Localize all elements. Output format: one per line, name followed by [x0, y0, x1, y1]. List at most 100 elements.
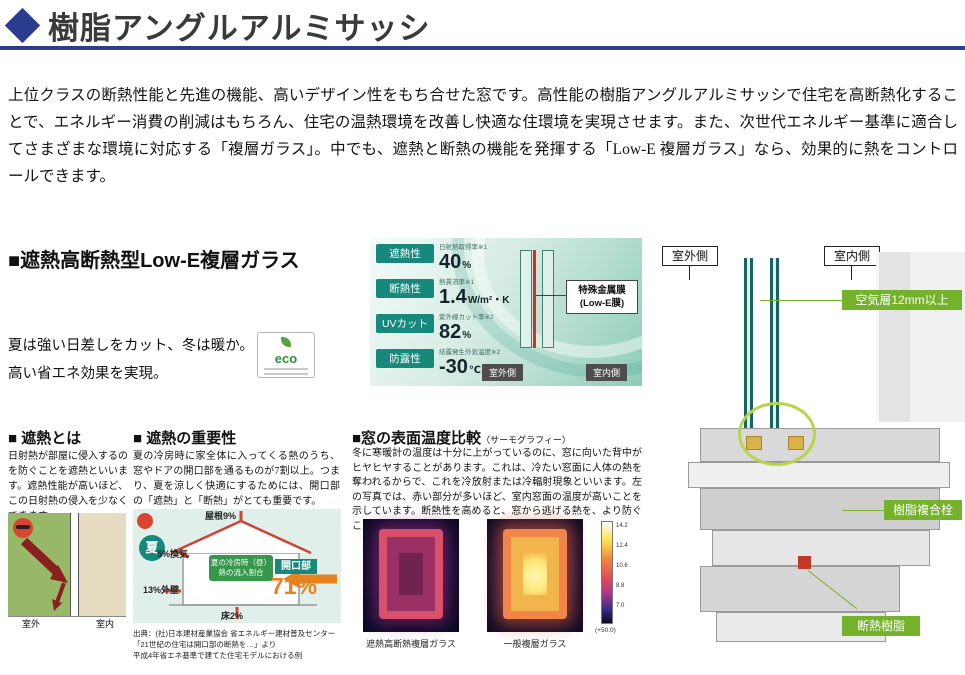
leader-line	[689, 266, 690, 280]
temperature-scale	[601, 521, 613, 624]
thermo-heading: ■窓の表面温度比較（サーモグラフィー）	[352, 427, 571, 448]
spec-sub: 日射熱取得率※1	[439, 244, 488, 251]
spec-value: 40	[439, 251, 462, 273]
glass-pane-outer	[520, 250, 532, 348]
area-labels: 室外 室内	[8, 616, 126, 630]
spec-label: UVカット	[376, 314, 434, 333]
insulation-resin-marker	[798, 556, 811, 569]
heat-inflow-label: 夏の冷房時（昼） 熱の流入割合	[209, 555, 273, 581]
leader-line	[851, 266, 852, 280]
thermo-caption-left: 遮熱高断熱複層ガラス	[366, 639, 456, 649]
scale-bottom-label: (+50.0)	[595, 627, 616, 634]
indoor-label: 室内	[95, 619, 114, 629]
opening-label: 開口部	[275, 559, 317, 574]
film-leader-line	[536, 295, 566, 296]
thermal-window-mid	[387, 537, 435, 611]
thermal-window-core	[399, 553, 423, 595]
spec-value: 1.4	[439, 286, 467, 308]
resin-joint-label: 樹脂複合栓	[884, 500, 962, 520]
scale-tick: 10.6	[616, 563, 628, 569]
air-gap-label: 空気層12mm以上	[842, 290, 962, 310]
indoor-area	[79, 513, 126, 616]
spec-sub: 紫外線カット率※2	[439, 314, 494, 321]
spec-unit: W/m²・K	[467, 295, 510, 306]
thermo-caption-right: 一般複層ガラス	[503, 639, 567, 649]
spec-value: -30	[439, 356, 468, 378]
glass-tagline-2: 高い省エネ効果を実現。	[8, 366, 168, 382]
highlight-ring	[738, 402, 816, 466]
page-title: 樹脂アングルアルミサッシ	[48, 11, 431, 46]
importance-body: 夏の冷房時に家全体に入ってくる熱のうち、窓やドアの開口部を通るものが7割以上。つ…	[133, 451, 340, 507]
thermal-window-frame	[503, 529, 567, 619]
leader-line	[842, 510, 884, 511]
thermo-image-standard	[487, 519, 583, 632]
shading-illustration: 室外 室内	[8, 513, 126, 630]
thermal-window-frame	[379, 529, 443, 619]
wall-pct-label: 13%外壁	[143, 585, 180, 595]
low-e-film	[533, 250, 536, 348]
glass-inside-label: 室内側	[586, 364, 628, 381]
spec-sub: 結露発生外気温度※2	[439, 349, 501, 356]
sash-frame-part	[700, 428, 940, 462]
sash-frame-part	[688, 462, 950, 488]
sash-frame-part	[712, 530, 930, 566]
outdoor-label: 室外	[22, 619, 41, 629]
heat-inflow-diagram: 夏 屋根9% 5%換気 13%外壁 床2% 夏の冷房時（昼） 熱の流入割合 開口…	[133, 509, 341, 623]
section-glass-pane-outer	[744, 258, 753, 464]
section-outside-label: 室外側	[662, 246, 718, 266]
glass-outside-label: 室外側	[482, 364, 524, 381]
thermo-image-low-e	[363, 519, 459, 632]
thermal-window-mid	[511, 537, 559, 611]
spec-sub: 熱貫流率※1	[439, 279, 475, 286]
spec-label: 遮熱性	[376, 244, 434, 263]
intro-paragraph: 上位クラスの断熱性能と先進の機能、高いデザイン性をもち合せた窓です。高性能の樹脂…	[8, 87, 958, 185]
sash-frame-part	[700, 566, 900, 612]
summer-badge: 夏	[139, 535, 165, 561]
heat-arrow-graphic	[20, 537, 68, 611]
spec-unit: %	[462, 260, 472, 271]
title-rule	[0, 46, 965, 50]
scale-tick: 8.8	[616, 583, 625, 589]
eco-fine-print	[264, 373, 308, 375]
section-glass-pane-inner	[770, 258, 779, 464]
window-wall	[70, 513, 79, 616]
insulation-resin-label: 断熱樹脂	[842, 616, 920, 636]
opening-percentage: 71%	[271, 573, 318, 599]
roof-pct-label: 屋根9%	[205, 511, 237, 521]
sun-icon	[13, 518, 33, 538]
leader-line	[760, 300, 842, 301]
eco-mark: eco	[257, 332, 315, 378]
source-note: 出典：(社)日本建材産業協会 省エネルギー建材普及センター 「21世紀の住宅は開…	[133, 629, 336, 660]
film-label: 特殊金属膜 (Low-E膜)	[566, 280, 638, 314]
spec-unit: ℃	[468, 365, 482, 376]
glass-tagline-1: 夏は強い日差しをカット、冬は暖か。	[8, 338, 254, 354]
spec-row-boro: 防露性結露発生外気温度※2-30℃	[376, 349, 541, 381]
sun-icon	[137, 513, 153, 529]
importance-heading: ■ 遮熱の重要性	[133, 430, 237, 447]
spec-label: 断熱性	[376, 279, 434, 298]
scale-tick: 7.0	[616, 603, 625, 609]
floor-pct-label: 床2%	[221, 611, 244, 621]
glass-pane-inner	[542, 250, 554, 348]
glass-section-heading: ■遮熱高断熱型Low-E複層ガラス	[8, 250, 300, 272]
vent-pct-label: 5%換気	[157, 549, 189, 559]
section-inside-label: 室内側	[824, 246, 880, 266]
spec-unit: %	[462, 330, 472, 341]
diamond-icon	[4, 7, 41, 44]
leaf-icon	[281, 337, 291, 347]
eco-fine-print	[264, 368, 308, 370]
eco-label: eco	[274, 351, 298, 366]
thermo-heading-sub: （サーモグラフィー）	[481, 435, 571, 445]
thermal-window-core	[523, 553, 547, 595]
wall-section	[910, 252, 965, 422]
scale-tick: 14.2	[616, 523, 628, 529]
scale-tick: 12.4	[616, 543, 628, 549]
spec-value: 82	[439, 321, 462, 343]
thermo-heading-main: ■窓の表面温度比較	[352, 430, 482, 447]
shading-heading: ■ 遮熱とは	[8, 430, 82, 447]
